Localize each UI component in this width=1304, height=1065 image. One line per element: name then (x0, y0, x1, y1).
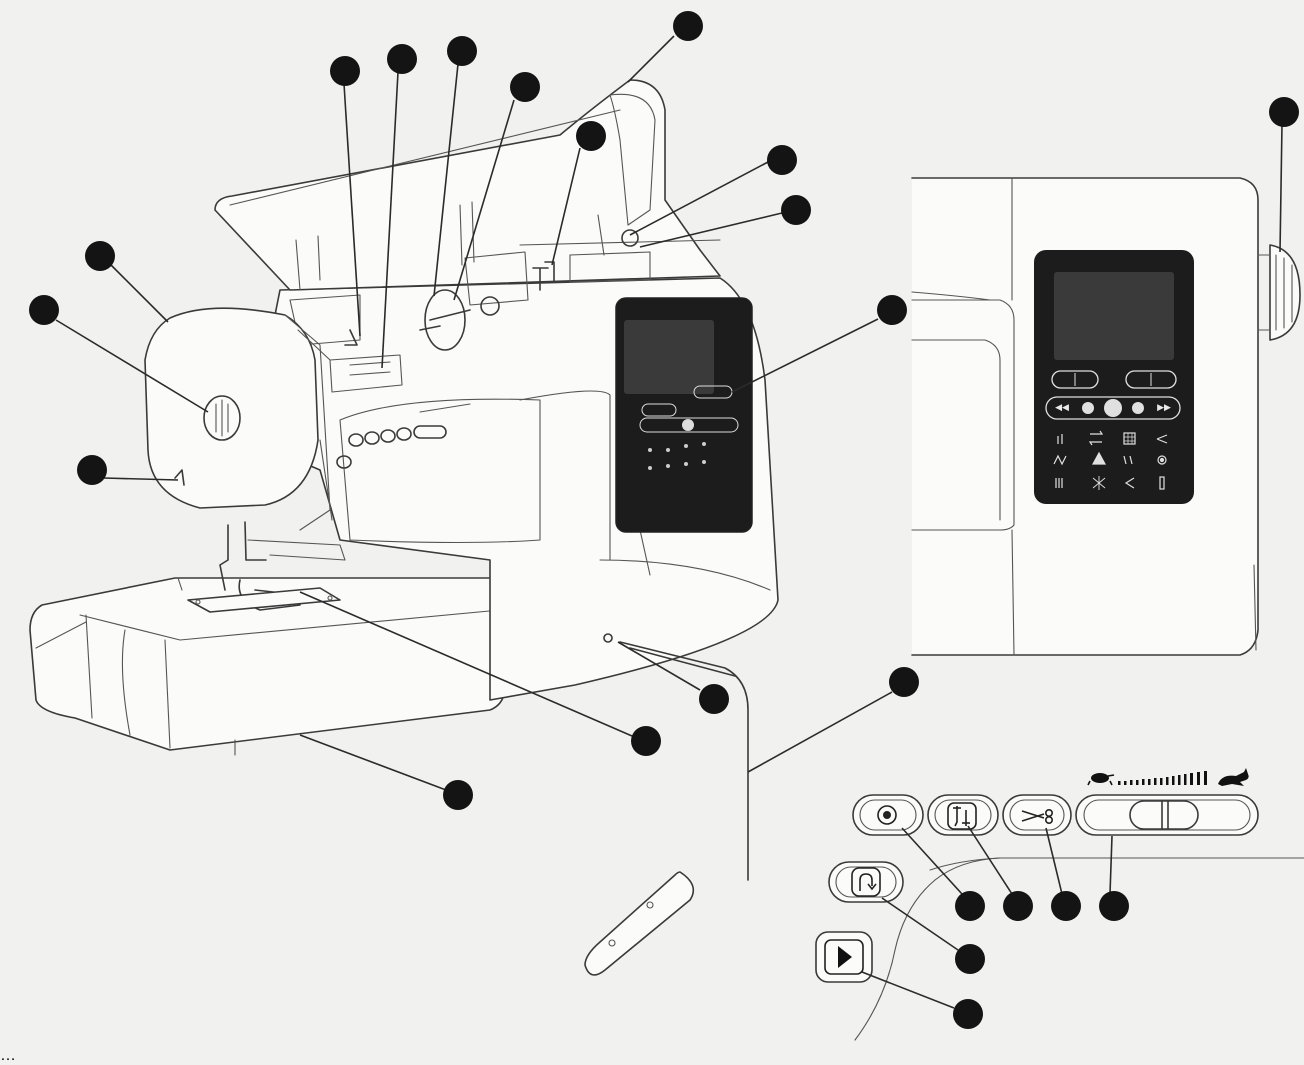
top-cover-lid (214, 79, 721, 291)
callout-10 (781, 195, 811, 225)
callout-23 (889, 667, 919, 697)
function-keys (1053, 430, 1168, 490)
thread-tension-dial (203, 395, 241, 441)
zoomed-panel-view: ◀◀ ▶▶ (911, 177, 1301, 656)
left-key (1082, 402, 1094, 414)
stitch-length-adjust (1125, 370, 1177, 389)
play-icon (838, 946, 852, 968)
right-key (1132, 402, 1144, 414)
machine-head (144, 307, 346, 613)
callout-1 (85, 241, 115, 271)
needle-position-button (927, 794, 999, 836)
callout-9 (767, 145, 797, 175)
turtle-icon (1087, 773, 1115, 786)
callout-13 (447, 36, 477, 66)
main-panel-keys (639, 385, 739, 470)
callout-6 (631, 726, 661, 756)
callout-21 (1099, 891, 1129, 921)
callout-5 (443, 780, 473, 810)
needle-up-down-icon (947, 802, 977, 830)
zoomed-panel-keys: ◀◀ ▶▶ (1045, 370, 1181, 490)
callout-17 (955, 944, 985, 974)
front-buttons-detail (815, 768, 1304, 1041)
speed-control-slider (1075, 794, 1259, 836)
thread-cutter-button (1002, 794, 1072, 836)
callout-15 (330, 56, 360, 86)
machine-illustration (29, 79, 779, 976)
main-lcd-screen (624, 320, 714, 394)
callout-19 (1003, 891, 1033, 921)
callout-12 (510, 72, 540, 102)
page-back-key: ◀◀ (1055, 403, 1069, 413)
scissors-icon (1021, 808, 1054, 824)
handwheel (1269, 244, 1301, 341)
navigation-bar (1045, 396, 1181, 420)
speed-bars (1118, 771, 1207, 785)
page-forward-key: ▶▶ (1157, 403, 1171, 413)
machine-body (249, 277, 779, 701)
lock-stitch-button (852, 794, 924, 836)
knee-lifter (584, 633, 749, 976)
speed-indicator (1087, 768, 1249, 786)
extension-table (29, 577, 506, 756)
zoomed-lcd-screen (1054, 272, 1174, 360)
callout-badges (29, 11, 1299, 1029)
stitch-width-adjust (1051, 370, 1099, 389)
callout-4 (673, 11, 703, 41)
callout-8 (877, 295, 907, 325)
reverse-stitch-icon (851, 867, 881, 897)
rabbit-icon (1218, 768, 1249, 786)
callout-7 (699, 684, 729, 714)
start-stop-button (815, 931, 873, 983)
callout-24 (1269, 97, 1299, 127)
callout-18 (955, 891, 985, 921)
callout-16 (953, 999, 983, 1029)
callout-3 (77, 455, 107, 485)
callout-2 (29, 295, 59, 325)
callout-20 (1051, 891, 1081, 921)
front-buttons-small (319, 354, 471, 521)
callout-14 (387, 44, 417, 74)
lock-stitch-icon (877, 805, 897, 825)
ok-key (1104, 399, 1122, 417)
reverse-button (828, 861, 904, 903)
callout-11 (576, 121, 606, 151)
needle-plate (187, 587, 341, 613)
leader-lines (55, 35, 1283, 1009)
